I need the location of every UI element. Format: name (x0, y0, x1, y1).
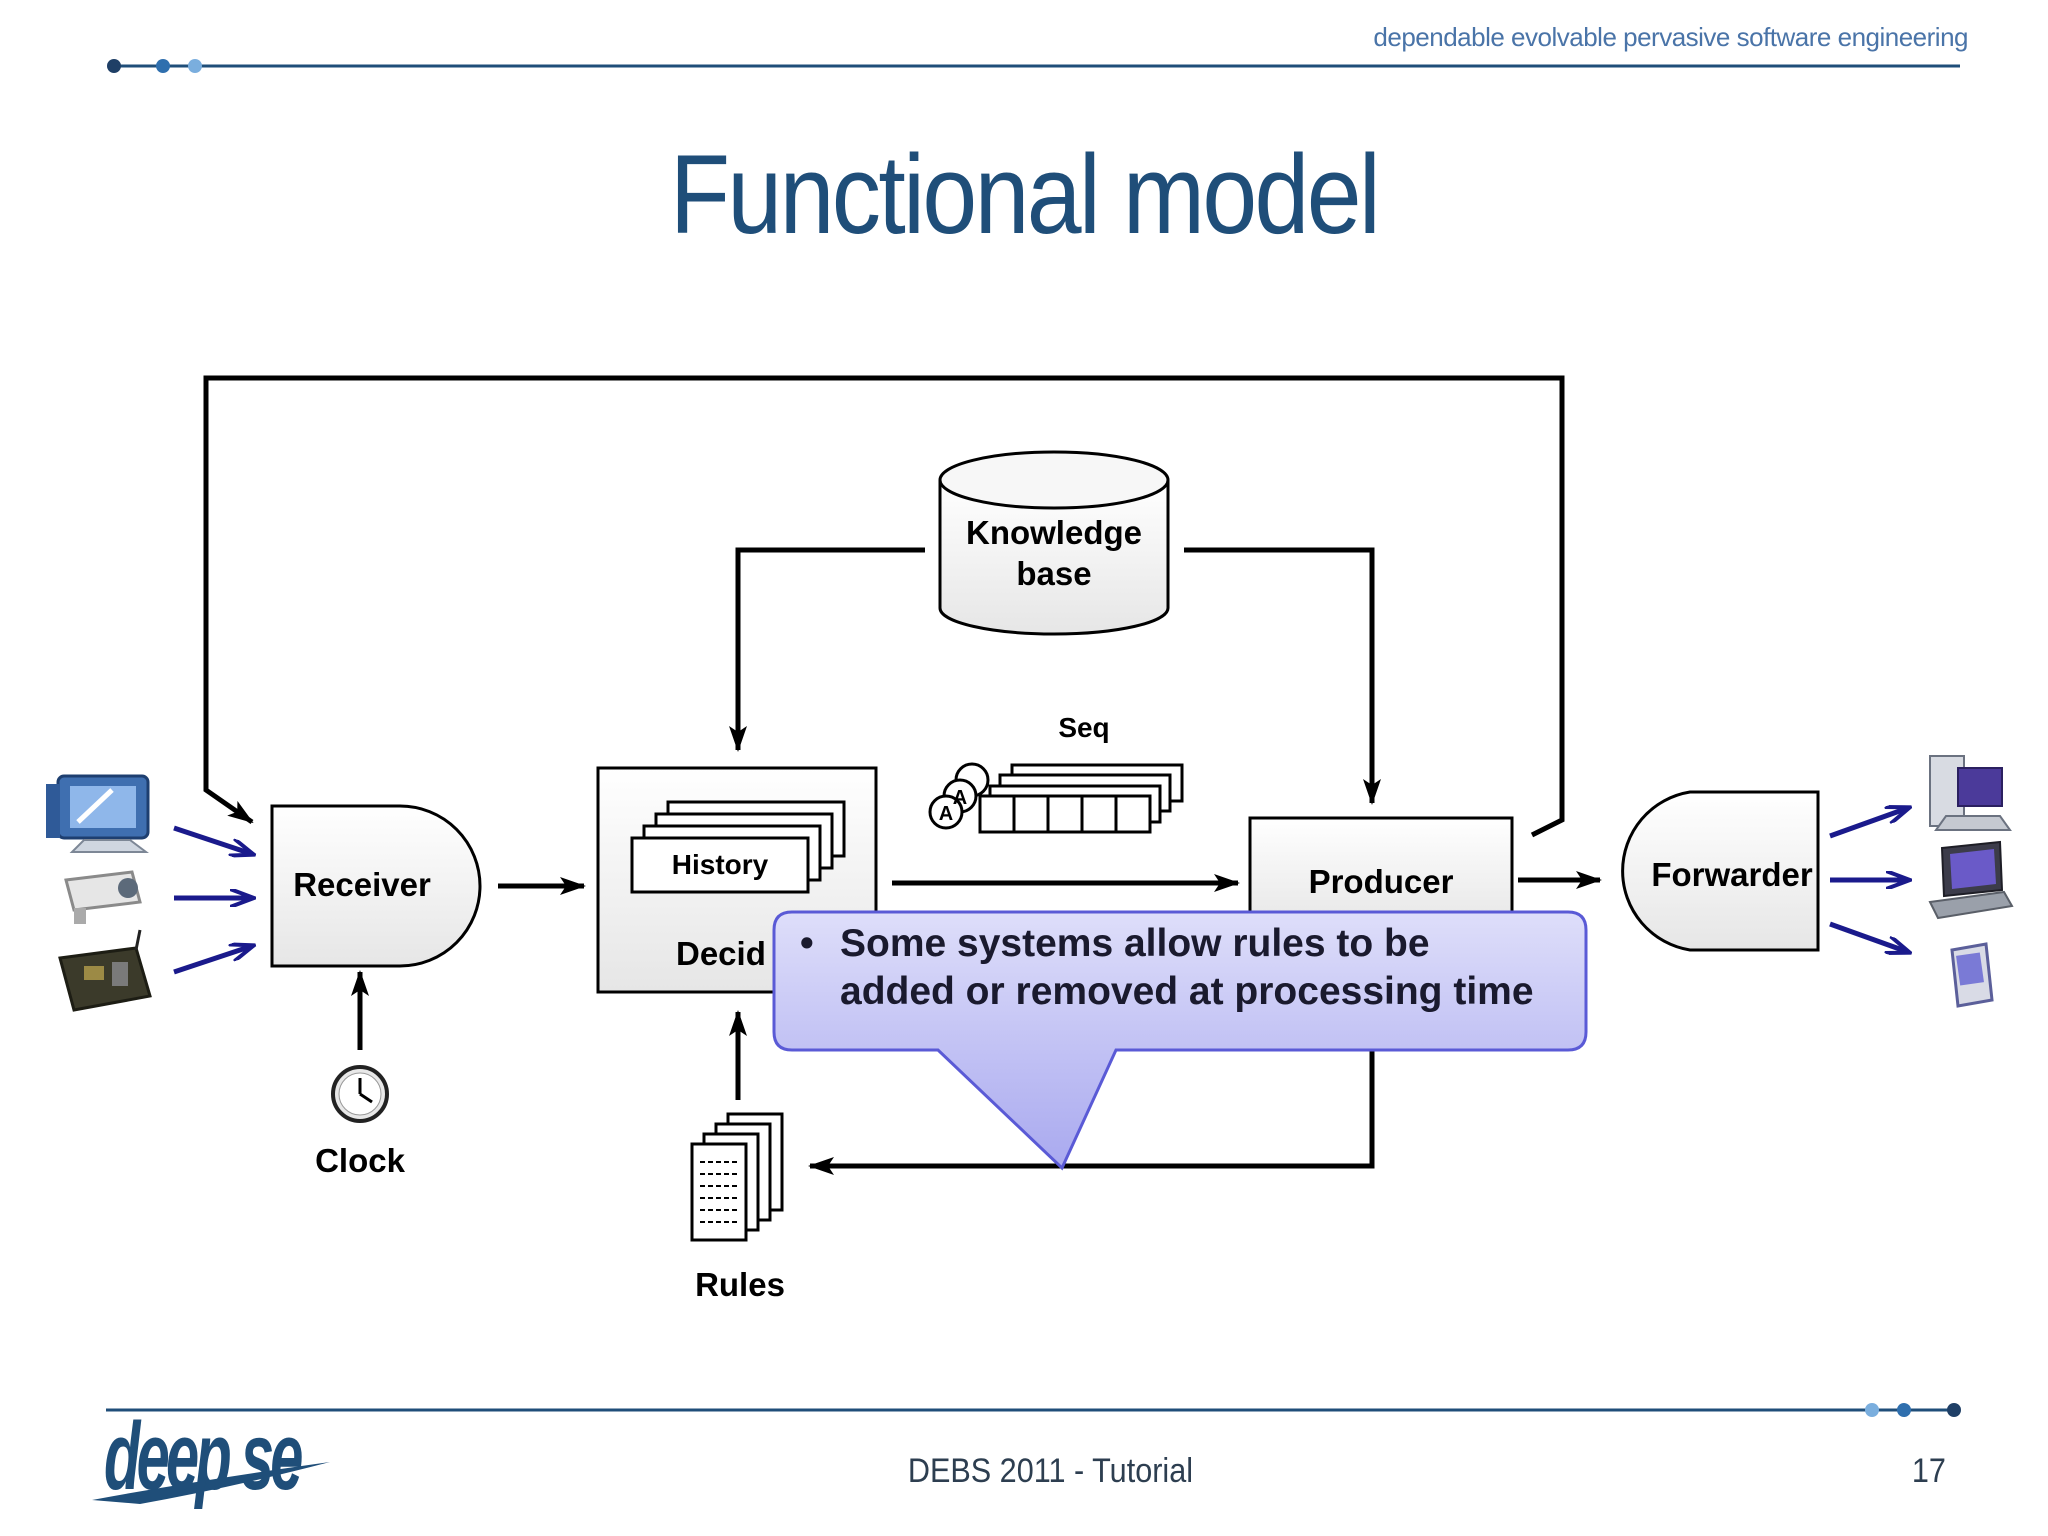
knowledge-base-label-2: base (1016, 555, 1091, 592)
decider-label: Decid (676, 935, 766, 972)
forwarder-label: Forwarder (1651, 856, 1813, 893)
feedback-loop-arrow (203, 375, 1565, 838)
server-icon (1929, 755, 2012, 831)
output-arrow-1 (1829, 808, 1908, 839)
input-arrow-3 (173, 946, 252, 975)
logo-swoosh (92, 1462, 330, 1504)
kb-to-decider-arrow (729, 547, 925, 752)
history-stack (630, 800, 846, 894)
callout-line-1: Some systems allow rules to be (840, 922, 1430, 965)
sequence-queue (928, 762, 1184, 834)
page-number: 17 (1911, 1452, 1946, 1490)
receiver-box (270, 804, 482, 968)
footer-rule (106, 1403, 1961, 1417)
producer-label: Producer (1309, 863, 1454, 900)
pda-icon (1950, 942, 1994, 1008)
tagline: dependable evolvable pervasive software … (1373, 22, 1968, 52)
callout-bubble (772, 910, 1588, 1171)
page-title: Functional model (669, 132, 1381, 257)
documents-icon (690, 1112, 784, 1242)
sensor-board-icon (58, 929, 152, 1012)
camera-icon (64, 870, 142, 924)
callout-text: • Some systems allow rules to be added o… (800, 920, 1580, 1016)
clock-label: Clock (315, 1142, 406, 1179)
input-arrow-1 (173, 825, 252, 854)
laptop-icon (1928, 840, 2014, 920)
footer-event: DEBS 2011 - Tutorial (907, 1452, 1194, 1490)
producer-to-rules-arrow (808, 1030, 1375, 1175)
deep-se-logo: deep se (104, 1403, 303, 1510)
callout-bullet: • (800, 922, 814, 965)
callout-line-2: added or removed at processing time (840, 970, 1534, 1013)
receiver-label: Receiver (293, 866, 431, 903)
seq-token-2: A (953, 787, 967, 809)
forwarder-box (1621, 790, 1820, 952)
kb-to-producer-arrow (1184, 547, 1381, 805)
clock-icon (331, 1065, 389, 1123)
knowledge-base-label-1: Knowledge (966, 514, 1142, 551)
seq-token-1: A (939, 803, 953, 825)
desktop-computer-icon (46, 774, 150, 853)
output-arrow-3 (1829, 921, 1908, 952)
history-label: History (672, 849, 769, 880)
header-rule (107, 59, 1960, 73)
seq-label: Seq (1058, 712, 1109, 743)
rules-label: Rules (695, 1266, 785, 1303)
knowledge-base-cylinder (938, 450, 1170, 636)
